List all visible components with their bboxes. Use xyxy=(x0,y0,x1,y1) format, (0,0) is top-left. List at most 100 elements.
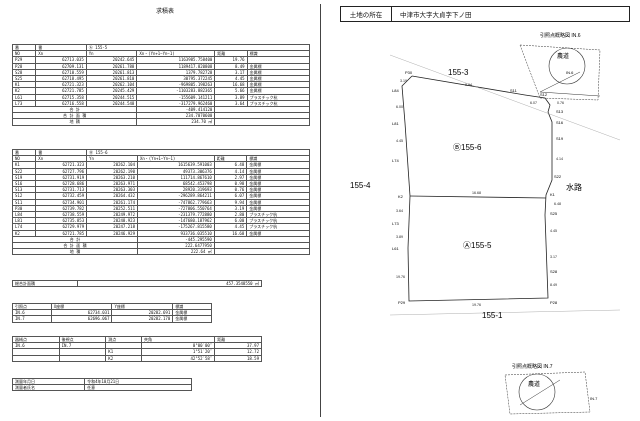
table-cell: 8.49 xyxy=(214,62,248,70)
dist-left5: 19.76 xyxy=(396,275,405,279)
table-cell: 金属標 xyxy=(246,62,311,70)
table-cell: 20282.170 xyxy=(111,315,174,323)
inset-bottom: 引照点概略図 IN.7 農道 IN.7 xyxy=(504,363,598,415)
lot-155-4: 155-4 xyxy=(350,181,371,190)
dist-right1: 6.48 xyxy=(554,202,561,206)
pt-p28: P28 xyxy=(550,300,558,305)
pt-s19: S19 xyxy=(556,136,564,141)
inset-bottom-title: 引照点概略図 IN.7 xyxy=(512,363,553,370)
table-cell xyxy=(58,354,107,362)
pt-s13: S13 xyxy=(556,109,564,114)
col-y: Y座標 xyxy=(111,302,174,311)
dist-right3: 4.45 xyxy=(550,229,557,233)
dist-mid: 16.68 xyxy=(472,191,481,195)
col-angle: 夾角 xyxy=(140,335,216,344)
dist-right4: 3.17 xyxy=(550,255,557,259)
col-marker: 標識 xyxy=(172,302,212,311)
table-cell: L61 xyxy=(11,93,37,101)
table-row: 測量者氏名任意 xyxy=(11,384,192,392)
pt-s16: S16 xyxy=(556,120,564,125)
dist-right2: 4.14 xyxy=(556,157,563,161)
pt-k2: K2 xyxy=(398,194,404,199)
table-cell: 20282.691 xyxy=(111,309,174,317)
table-cell: プラスチック杭 xyxy=(246,93,311,101)
table-cell: 4.45 xyxy=(214,74,248,83)
distance-cell: 37.97 xyxy=(214,342,262,350)
table-cell: 金属標 xyxy=(172,309,212,317)
waterway-label: 水路 xyxy=(566,182,582,192)
table-cell: S25 xyxy=(11,74,37,83)
in6-label: IN.6 xyxy=(566,70,574,75)
table-cell: 1°51′20″ xyxy=(140,348,216,356)
pt-l61: L61 xyxy=(392,246,399,251)
dist-right5: 8.49 xyxy=(550,283,557,287)
table-cell: 16.68 xyxy=(214,81,248,89)
area-label: 地 積 xyxy=(12,248,138,256)
table-cell: 任意 xyxy=(84,384,192,392)
table-cell: 金属標 xyxy=(246,87,311,95)
pt-l81: L81 xyxy=(392,121,399,126)
dist-left3: 3.64 xyxy=(396,209,403,213)
lot-155-5: Ⓐ155-5 xyxy=(463,241,492,250)
farm-road-label-2: 農道 xyxy=(528,380,540,388)
table-cell: 金属標 xyxy=(246,81,311,89)
dist-s12: 0.76 xyxy=(557,101,564,105)
dist-bottom: 19.76 xyxy=(472,303,481,307)
address-value: 中津市大字大貞字下ノ田 xyxy=(400,11,472,19)
table-cell: 5.66 xyxy=(214,87,248,95)
table-cell: S28 xyxy=(11,68,37,77)
parcel-outline xyxy=(401,75,553,302)
farm-road-circle-icon xyxy=(548,47,586,85)
pt-s12: S12 xyxy=(540,92,548,97)
farm-road-circle-icon xyxy=(518,373,556,411)
col-backsight: 後視点 xyxy=(58,335,107,344)
table-cell: 金属標 xyxy=(246,68,311,77)
table-cell: 3.89 xyxy=(214,93,248,101)
table-row: 測量年月日令和4年10月21日 xyxy=(11,377,192,386)
lot-155-1: 155-1 xyxy=(482,311,503,320)
table-title: 求積表 xyxy=(155,8,174,15)
dist-top: 9.94 xyxy=(465,83,472,87)
address-label: 土地の所在 xyxy=(341,7,392,21)
table-cell: 3.64 xyxy=(214,99,248,108)
table-cell: 42°52′58″ xyxy=(140,354,216,362)
dist-left1: 6.00 xyxy=(396,105,403,109)
sum-label: 合 計 xyxy=(11,106,138,114)
table-cell: 測量年月日 xyxy=(11,377,86,386)
table-cell: 3.17 xyxy=(214,68,248,77)
inset-top-title: 引照点概略図 IN.6 xyxy=(540,32,581,39)
lot-155-6: Ⓑ155-6 xyxy=(453,143,482,152)
pt-l73: L73 xyxy=(392,221,399,226)
total-value: 457.3548550 ㎡ xyxy=(77,279,262,288)
sum-value: -409.414120 xyxy=(136,106,216,114)
dist-left4: 3.89 xyxy=(396,235,403,239)
table-cell: 測量者氏名 xyxy=(11,384,86,392)
table-cell: 18.59 xyxy=(214,354,262,362)
lot-155-3: 155-3 xyxy=(448,68,469,77)
dist-left2: 4.45 xyxy=(396,139,403,143)
dist-s11: 6.07 xyxy=(530,101,537,105)
pt-s28: S28 xyxy=(550,269,558,274)
pt-s25: S25 xyxy=(550,211,558,216)
table-cell: K1 xyxy=(11,81,37,89)
area-table-b: 番 番 Ⓑ 155-6 NO Xn Yn Xn・(Yn+1−Yn−1) 距離 標… xyxy=(11,148,311,256)
dist-p30-l84: 3.19 xyxy=(400,79,407,83)
table-cell: 12.72 xyxy=(214,348,262,356)
sum2-label: 合 計 面 積 xyxy=(12,242,138,250)
pt-l84: L84 xyxy=(392,88,399,93)
pt-s11: S11 xyxy=(510,88,518,93)
